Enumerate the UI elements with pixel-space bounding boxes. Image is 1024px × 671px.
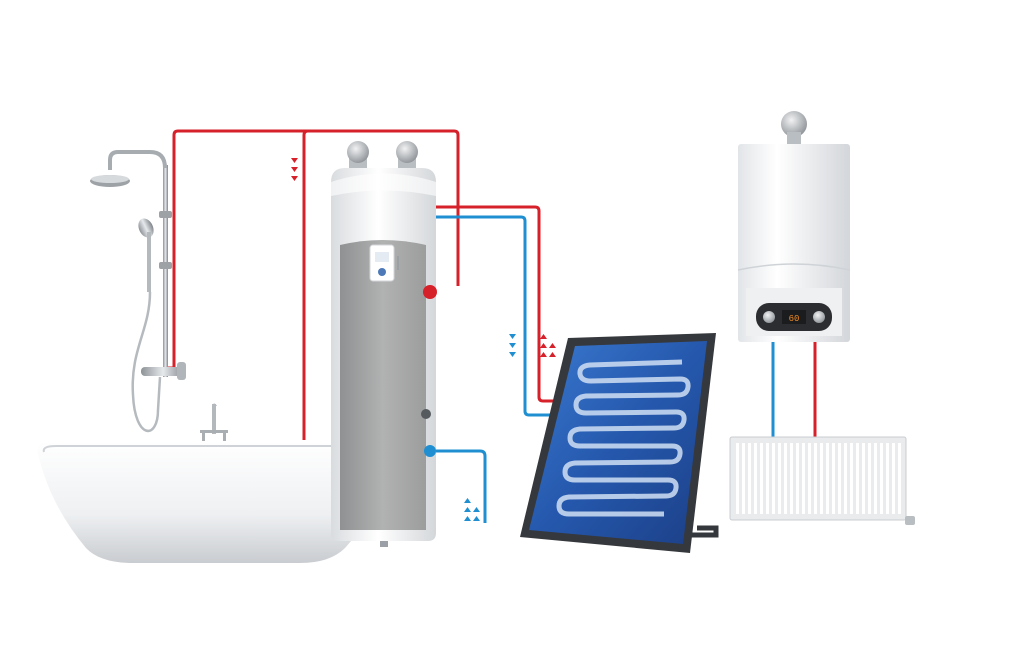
radiator-fin (736, 443, 739, 514)
radiator-fin (742, 443, 745, 514)
boiler-temperature-display: 60 (789, 314, 800, 324)
radiator-fin (760, 443, 763, 514)
hot-pipe-solar-loop (436, 205, 560, 403)
radiator-fin (886, 443, 889, 514)
radiator-fin (748, 443, 751, 514)
hot-pipe-tank-to-shower (168, 129, 460, 370)
shower-icon (90, 150, 186, 432)
radiator-fin (898, 443, 901, 514)
flow-arrows (291, 158, 556, 521)
radiator-fin (838, 443, 841, 514)
radiator-fin (808, 443, 811, 514)
water-heater-tank-icon (331, 141, 437, 547)
radiator-fin (772, 443, 775, 514)
radiator-fin (862, 443, 865, 514)
radiator-fin (826, 443, 829, 514)
radiator-fin (844, 443, 847, 514)
radiator-fin (892, 443, 895, 514)
radiator-fin (850, 443, 853, 514)
radiator-fins (736, 443, 901, 514)
hot-flow-arrows-up (540, 334, 556, 357)
cold-flow-arrows-up (464, 498, 480, 521)
radiator-fin (868, 443, 871, 514)
radiator-fin (814, 443, 817, 514)
radiator-fin (802, 443, 805, 514)
radiator-fin (856, 443, 859, 514)
radiator-fin (820, 443, 823, 514)
pipe-network (168, 129, 817, 523)
radiator-fin (874, 443, 877, 514)
radiator-fin (754, 443, 757, 514)
hot-flow-arrows-down (291, 158, 298, 181)
cold-pipe-inlet (430, 449, 487, 523)
radiator-fin (832, 443, 835, 514)
hot-pipe-tank-to-bath (302, 129, 309, 440)
radiator-fin (796, 443, 799, 514)
radiator-fin (784, 443, 787, 514)
radiator-fin (766, 443, 769, 514)
cold-pipe-solar-loop (436, 215, 556, 417)
radiator-fin (880, 443, 883, 514)
wall-boiler-icon: 60 (737, 111, 851, 342)
radiator-fin (778, 443, 781, 514)
bathtub-icon (37, 403, 397, 563)
solar-panel-icon (520, 333, 719, 553)
cold-flow-arrows-down (509, 334, 516, 357)
radiator-fin (790, 443, 793, 514)
radiator-icon (729, 436, 915, 525)
